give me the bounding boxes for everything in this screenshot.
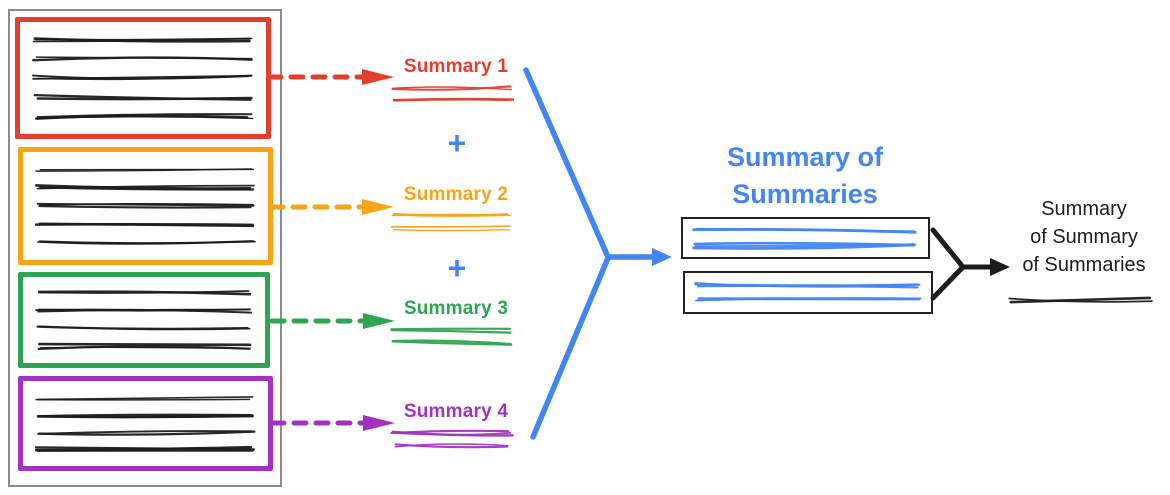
- text-scribble: [36, 325, 251, 331]
- text-scribble: [36, 414, 254, 419]
- final-summary-scribble: [1008, 296, 1153, 304]
- text-scribble: [36, 203, 255, 210]
- text-scribble: [32, 37, 253, 43]
- dashed-arrow-icon-4: [269, 415, 395, 431]
- text-scribble: [692, 227, 917, 250]
- text-scribble: [32, 56, 253, 62]
- summary-4-scribble: [390, 429, 514, 449]
- text-scribble: [37, 342, 252, 350]
- document-box-2: [18, 147, 273, 265]
- summary-3-label: Summary 3: [403, 298, 509, 319]
- text-scribble: [35, 167, 254, 172]
- text-scribble: [34, 112, 254, 120]
- plus-operator-2: +: [447, 250, 467, 286]
- document-box-4: [18, 376, 273, 471]
- text-scribble: [35, 445, 255, 452]
- summary-of-summaries-title: Summary of Summaries: [726, 142, 884, 209]
- dashed-arrow-icon-2: [268, 199, 394, 215]
- text-scribble: [37, 290, 252, 296]
- dashed-arrow-icon-1: [266, 69, 394, 85]
- final-summary-label: Summary of Summary of Summaries: [1022, 198, 1146, 276]
- text-scribble: [32, 75, 253, 81]
- summary-4-label: Summary 4: [403, 401, 509, 422]
- summary-2-label: Summary 2: [403, 184, 509, 205]
- summary-3-scribble: [390, 327, 513, 346]
- dashed-arrow-icon-3: [269, 313, 395, 329]
- summary-of-summaries-box-1: [681, 217, 930, 259]
- text-scribble: [35, 396, 254, 401]
- document-box-3: [18, 272, 270, 368]
- text-scribble: [35, 222, 255, 227]
- document-box-1: [15, 17, 271, 139]
- summary-1-label: Summary 1: [403, 56, 509, 77]
- summary-2-scribble: [390, 212, 512, 232]
- merge-arrow-black-icon: [930, 227, 1010, 301]
- text-scribble: [35, 308, 253, 314]
- text-scribble: [37, 429, 256, 436]
- text-scribble: [37, 240, 256, 246]
- text-scribble: [33, 93, 253, 101]
- plus-operator-1: +: [447, 125, 467, 161]
- merge-arrow-blue-icon: [523, 67, 672, 440]
- text-scribble: [35, 184, 255, 191]
- summary-1-scribble: [391, 85, 514, 102]
- text-scribble: [694, 281, 922, 301]
- summary-of-summaries-box-2: [683, 271, 933, 314]
